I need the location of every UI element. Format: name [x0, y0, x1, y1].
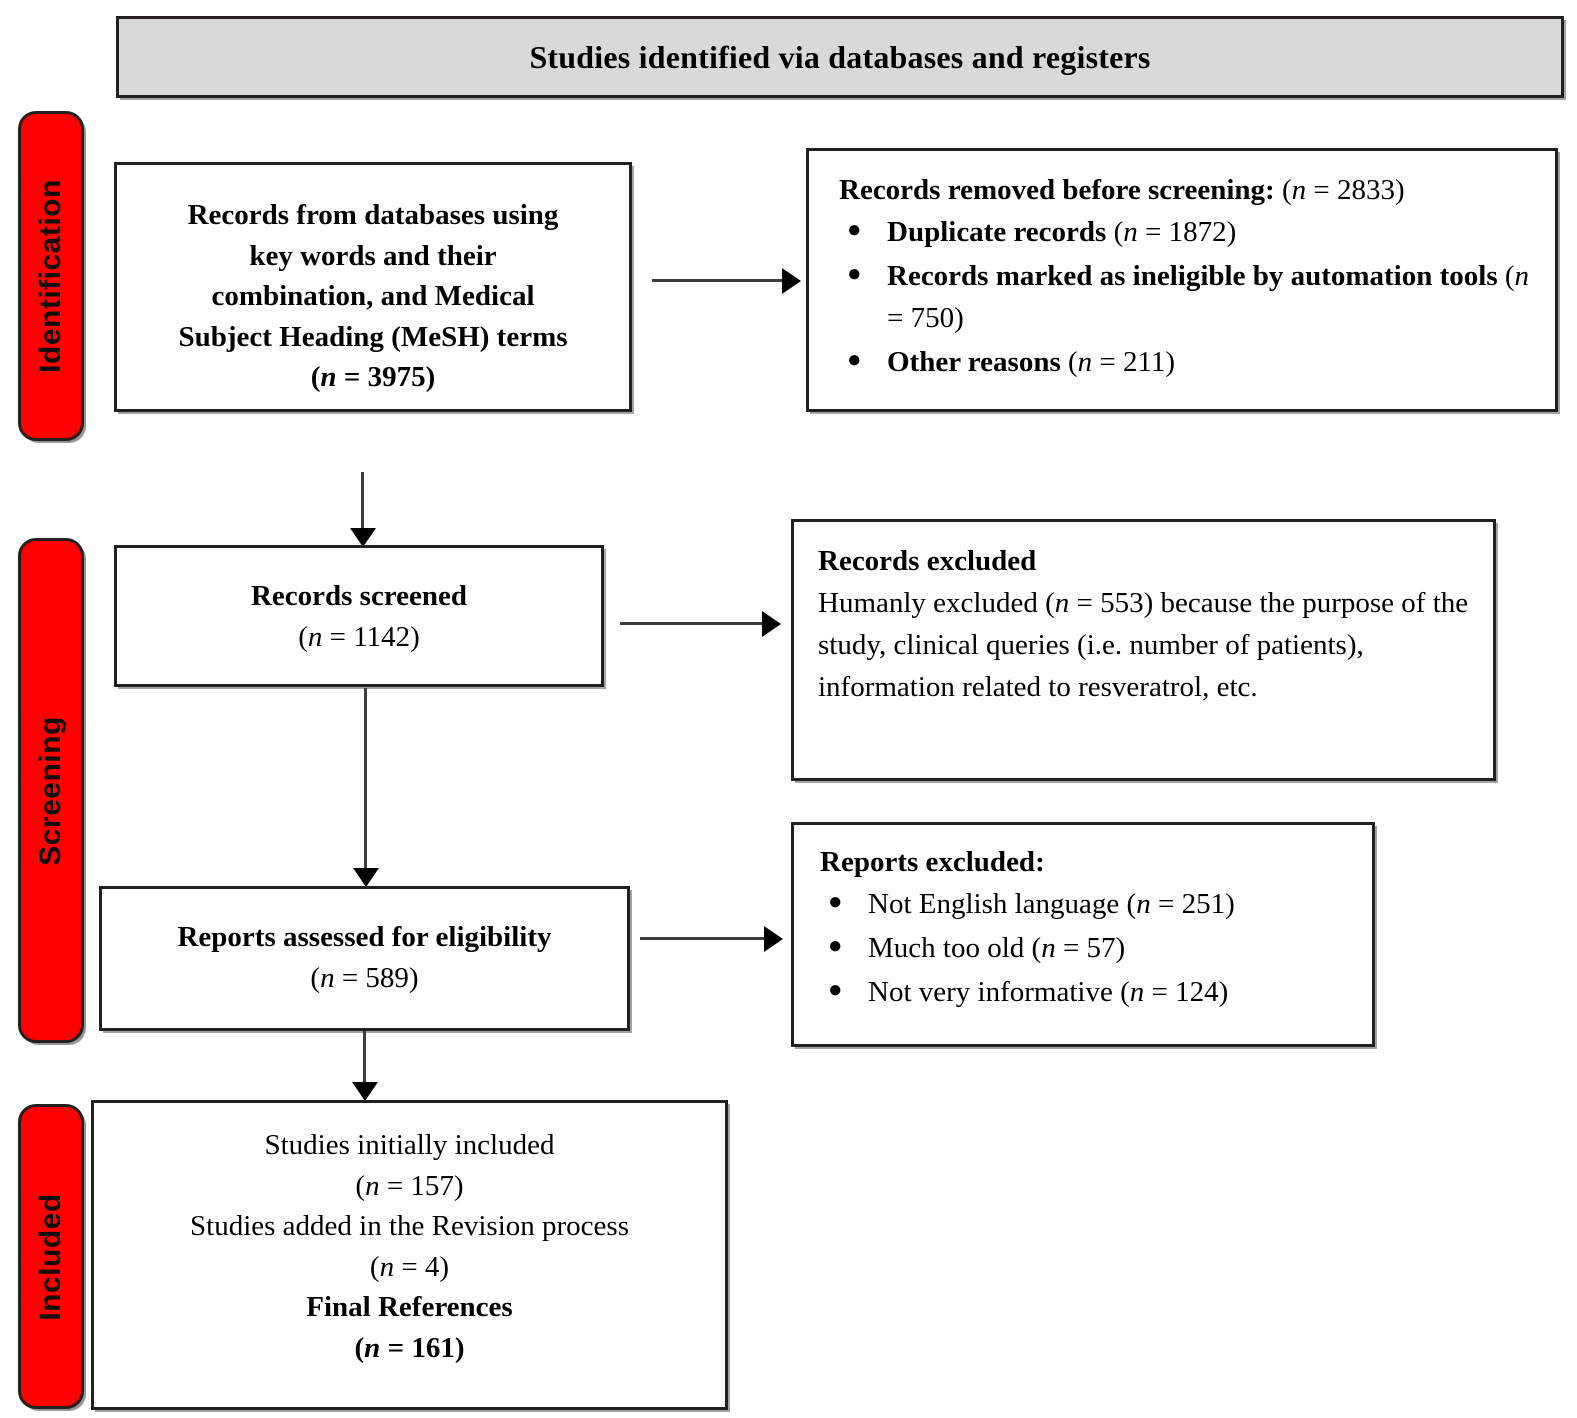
page-title: Studies identified via databases and reg… — [529, 38, 1151, 75]
box-studies-included-text: Studies initially included (n = 157) Stu… — [94, 1125, 725, 1369]
records-removed-title: Records removed before screening: (n = 2… — [839, 174, 1405, 206]
arrow-to-reports-assessed-line — [364, 688, 367, 874]
records-db-count: (n = 3975) — [310, 361, 436, 394]
studies-included-count-2: (n = 4) — [369, 1250, 450, 1283]
box-studies-included: Studies initially included (n = 157) Stu… — [91, 1100, 728, 1410]
stage-screening-label: Screening — [34, 715, 67, 866]
records-db-line-3: combination, and Medical — [211, 280, 535, 313]
records-db-line-1: Records from databases using — [187, 199, 559, 231]
arrow-to-records-screened-line — [361, 472, 364, 534]
stage-included: Included — [18, 1104, 84, 1409]
arrow-to-studies-included-line — [363, 1031, 366, 1087]
arrow-identification-to-removed-head — [782, 268, 801, 294]
studies-included-count-1: (n = 157) — [355, 1169, 464, 1202]
records-excluded-title: Records excluded — [818, 545, 1037, 577]
studies-included-line-2: Studies added in the Revision process — [190, 1210, 629, 1243]
bullet-icon: ● — [828, 889, 843, 916]
records-db-line-4: Subject Heading (MeSH) terms — [178, 320, 568, 353]
records-removed-list: ●Duplicate records (n = 1872) ●Records m… — [825, 211, 1539, 383]
records-screened-title: Records screened — [250, 580, 468, 612]
box-records-removed-text: Records removed before screening: (n = 2… — [809, 169, 1555, 385]
box-reports-excluded-text: Reports excluded: ●Not English language … — [794, 841, 1372, 1015]
reports-excluded-list: ●Not English language (n = 251) ●Much to… — [806, 883, 1360, 1013]
list-item: ●Duplicate records (n = 1872) — [825, 211, 1539, 253]
box-records-from-databases-text: Records from databases using key words a… — [117, 195, 629, 398]
box-reports-assessed: Reports assessed for eligibility (n = 58… — [99, 886, 630, 1031]
list-item: ●Much too old (n = 57) — [806, 927, 1360, 969]
arrow-screened-to-excluded-head — [762, 611, 781, 637]
list-item: ●Not English language (n = 251) — [806, 883, 1360, 925]
list-item: ●Not very informative (n = 124) — [806, 971, 1360, 1013]
arrow-identification-to-removed-line — [652, 279, 784, 282]
box-records-screened-text: Records screened (n = 1142) — [117, 576, 601, 657]
bullet-icon: ● — [828, 933, 843, 960]
bullet-icon: ● — [828, 977, 843, 1004]
stage-identification: Identification — [18, 111, 84, 441]
list-item: ●Records marked as ineligible by automat… — [825, 255, 1539, 339]
arrow-screened-to-excluded-line — [620, 622, 764, 625]
box-records-screened: Records screened (n = 1142) — [114, 545, 604, 687]
arrow-to-studies-included-head — [352, 1082, 378, 1101]
box-records-removed: Records removed before screening: (n = 2… — [806, 148, 1558, 412]
arrow-to-records-screened-head — [350, 528, 376, 547]
box-reports-assessed-text: Reports assessed for eligibility (n = 58… — [102, 917, 627, 998]
bullet-icon: ● — [847, 217, 862, 244]
studies-included-count-3: (n = 161) — [354, 1331, 465, 1364]
list-item: ●Other reasons (n = 211) — [825, 341, 1539, 383]
box-records-excluded: Records excluded Humanly excluded (n = 5… — [791, 519, 1496, 781]
studies-included-line-3: Final References — [306, 1291, 513, 1324]
diagram-header: Studies identified via databases and reg… — [116, 16, 1564, 98]
records-db-line-2: key words and their — [249, 239, 497, 272]
bullet-icon: ● — [847, 347, 862, 374]
stage-screening: Screening — [18, 538, 84, 1043]
stage-identification-label: Identification — [34, 179, 67, 373]
box-records-excluded-text: Records excluded Humanly excluded (n = 5… — [794, 540, 1493, 708]
records-excluded-body: Humanly excluded (n = 553) because the p… — [818, 587, 1469, 704]
arrow-assessed-to-excluded-head — [764, 926, 783, 952]
reports-assessed-count: (n = 589) — [310, 961, 419, 994]
arrow-assessed-to-excluded-line — [640, 937, 766, 940]
bullet-icon: ● — [847, 261, 862, 288]
box-records-from-databases: Records from databases using key words a… — [114, 162, 632, 412]
reports-excluded-title: Reports excluded: — [820, 846, 1045, 878]
records-screened-count: (n = 1142) — [298, 620, 420, 653]
stage-included-label: Included — [34, 1192, 67, 1321]
studies-included-line-1: Studies initially included — [264, 1129, 555, 1161]
reports-assessed-title: Reports assessed for eligibility — [177, 921, 552, 953]
arrow-to-reports-assessed-head — [353, 868, 379, 887]
box-reports-excluded: Reports excluded: ●Not English language … — [791, 822, 1375, 1047]
